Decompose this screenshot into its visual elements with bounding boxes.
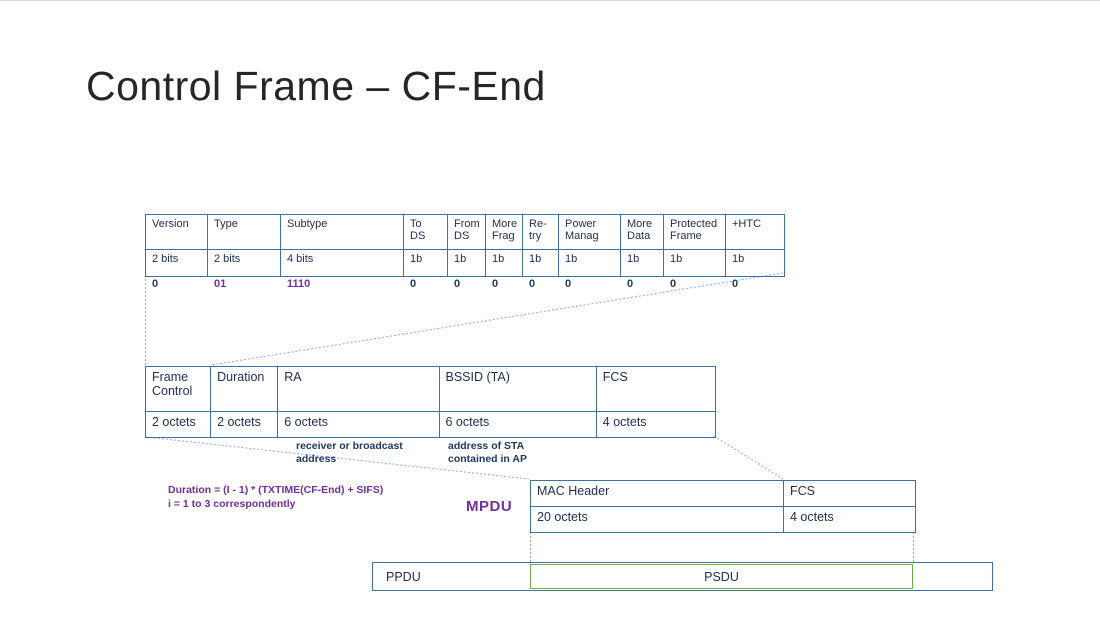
bit-value: 0	[152, 278, 159, 290]
bit-value: 0	[410, 278, 417, 290]
bit-value: 1110	[287, 278, 311, 290]
bit-value: 0	[492, 278, 499, 290]
mpdu-header-row: MAC Header FCS	[530, 480, 916, 507]
mpdu-size-row: 20 octets 4 octets	[530, 506, 916, 533]
mac-size-cell: 4 octets	[595, 411, 717, 438]
mpdu-header-cell: FCS	[783, 480, 916, 507]
duration-note: i = 1 to 3 correspondently	[168, 498, 296, 510]
mac-size-cell: 2 octets	[144, 411, 212, 438]
mpdu-structure-table: MAC Header FCS 20 octets 4 octets	[530, 480, 916, 533]
mac-field-cell: BSSID (TA)	[438, 366, 597, 412]
bits-header-cell: Version	[145, 214, 208, 250]
bits-size-cell: 1b	[522, 249, 559, 277]
bits-size-cell: 1b	[403, 249, 448, 277]
mac-fields-header-row: Frame Control Duration RA BSSID (TA) FCS	[144, 366, 717, 412]
bits-header-cell: From DS	[447, 214, 486, 250]
bssid-annotation: address of STA contained in AP	[448, 440, 527, 465]
bits-size-row: 2 bits 2 bits 4 bits 1b 1b 1b 1b 1b 1b 1…	[145, 249, 785, 277]
bit-value: 0	[732, 278, 739, 290]
bit-value: 0	[670, 278, 677, 290]
mpdu-label: MPDU	[466, 498, 513, 515]
bits-size-cell: 1b	[447, 249, 486, 277]
bits-header-cell: Protected Frame	[663, 214, 726, 250]
psdu-box: PSDU	[530, 564, 913, 589]
mac-field-cell: Frame Control	[144, 366, 212, 412]
frame-control-bits-table: Version Type Subtype To DS From DS More …	[145, 214, 785, 277]
bits-header-cell: Re- try	[522, 214, 559, 250]
bits-size-cell: 1b	[663, 249, 726, 277]
bits-size-cell: 4 bits	[280, 249, 404, 277]
ppdu-box: PPDU PSDU	[372, 562, 993, 591]
bits-size-cell: 2 bits	[207, 249, 281, 277]
bit-value: 0	[627, 278, 634, 290]
mpdu-size-cell: 4 octets	[783, 506, 916, 533]
bits-header-cell: More Data	[620, 214, 664, 250]
bits-header-row: Version Type Subtype To DS From DS More …	[145, 214, 785, 250]
ra-annotation: receiver or broadcast address	[296, 440, 403, 465]
mac-field-cell: RA	[277, 366, 440, 412]
frame-control-values-row: 0 01 1110 0 0 0 0 0 0 0 0	[145, 278, 784, 290]
mac-fields-size-row: 2 octets 2 octets 6 octets 6 octets 4 oc…	[144, 411, 717, 438]
bits-header-cell: Type	[207, 214, 281, 250]
bit-value: 0	[454, 278, 461, 290]
bits-size-cell: 1b	[620, 249, 664, 277]
slide-title: Control Frame – CF-End	[86, 63, 546, 109]
bits-header-cell: More Frag	[485, 214, 523, 250]
mac-frame-fields-table: Frame Control Duration RA BSSID (TA) FCS…	[144, 366, 717, 438]
bits-header-cell: Power Manag	[558, 214, 621, 250]
bits-size-cell: 2 bits	[145, 249, 208, 277]
bits-header-cell: Subtype	[280, 214, 404, 250]
mac-size-cell: 6 octets	[277, 411, 440, 438]
bit-value: 0	[529, 278, 536, 290]
mpdu-header-cell: MAC Header	[530, 480, 784, 507]
ppdu-label: PPDU	[386, 569, 421, 584]
mac-field-cell: Duration	[210, 366, 279, 412]
mpdu-size-cell: 20 octets	[530, 506, 784, 533]
bit-value: 01	[214, 278, 227, 290]
mac-field-cell: FCS	[595, 366, 717, 412]
mac-size-cell: 6 octets	[438, 411, 597, 438]
bits-header-cell: To DS	[403, 214, 448, 250]
bits-size-cell: 1b	[558, 249, 621, 277]
bit-value: 0	[565, 278, 572, 290]
mac-size-cell: 2 octets	[210, 411, 279, 438]
bits-header-cell: +HTC	[725, 214, 785, 250]
bits-size-cell: 1b	[725, 249, 785, 277]
connector-mac-right-diagonal	[713, 435, 784, 480]
psdu-label: PSDU	[704, 569, 739, 584]
bits-size-cell: 1b	[485, 249, 523, 277]
duration-formula: Duration = (I - 1) * (TXTIME(CF-End) + S…	[168, 484, 384, 496]
